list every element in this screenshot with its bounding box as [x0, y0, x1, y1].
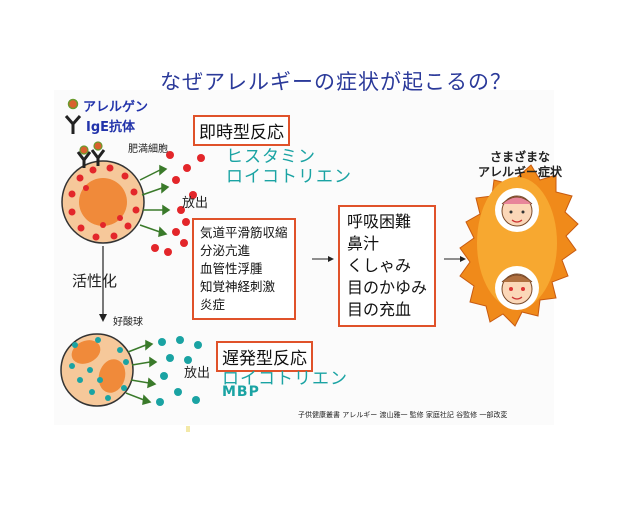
mediator-mbp: MBP: [222, 384, 260, 400]
effect-item: 炎症: [200, 297, 226, 312]
ige-antibody-icon: [64, 115, 82, 134]
mast-cell-label: 肥満細胞: [128, 144, 168, 155]
release-arrows-eosinophil: [125, 339, 158, 406]
mediator-leukotriene-1: ロイコトリエン: [226, 167, 352, 187]
flow-arrow-2: [444, 256, 466, 262]
effect-item: 知覚神経刺激: [200, 279, 276, 294]
activation-arrow: [99, 246, 107, 322]
mediator-histamine: ヒスタミン: [226, 147, 316, 167]
symptom-badge-burst: [459, 164, 579, 327]
effect-item: 血管性浮腫: [200, 261, 263, 276]
immediate-reaction-heading: 即時型反応: [193, 115, 290, 146]
page-title: なぜアレルギーの症状が起こるの？: [160, 70, 512, 94]
symptom-item: 目の充血: [347, 300, 412, 319]
legend-ige-label: IgE抗体: [86, 120, 136, 135]
activation-label: 活性化: [72, 272, 118, 290]
release-label-immediate: 放出: [182, 196, 209, 211]
released-granules-red: [151, 151, 205, 256]
mast-cell-icon: [61, 141, 145, 244]
symptom-item: 目のかゆみ: [347, 278, 428, 297]
eosinophil-label: 好酸球: [113, 317, 143, 328]
badge-line-2: アレルギー症状: [477, 165, 562, 179]
symptom-item: 鼻汁: [347, 234, 380, 253]
release-arrows-mast: [139, 164, 171, 238]
effect-item: 気道平滑筋収縮: [200, 225, 288, 240]
eosinophil-icon: [60, 333, 134, 407]
symptom-item: 呼吸困難: [347, 212, 412, 231]
released-granules-teal: [156, 336, 202, 406]
flow-arrow-1: [312, 256, 334, 262]
symptom-badge-label: さまざまな アレルギー症状: [470, 150, 570, 180]
mediator-leukotriene-2: ロイコトリエン: [222, 369, 348, 389]
badge-line-1: さまざまな: [489, 150, 550, 164]
symptoms-box: 呼吸困難 鼻汁 くしゃみ 目のかゆみ 目の充血: [338, 205, 437, 327]
effects-box: 気道平滑筋収縮 分泌亢進 血管性浮腫 知覚神経刺激 炎症: [192, 218, 296, 320]
source-credit: 子供健康叢書 アレルギー 渡山雅一 監修 家庭社記 谷監修 一部改変: [298, 411, 508, 419]
allergen-icon: [67, 98, 79, 110]
legend-allergen-label: アレルゲン: [83, 100, 149, 115]
delayed-reaction-heading: 遅発型反応: [216, 341, 313, 372]
release-label-delayed: 放出: [184, 366, 211, 381]
symptom-item: くしゃみ: [347, 256, 412, 275]
small-mark: [186, 426, 190, 432]
effect-item: 分泌亢進: [200, 243, 251, 258]
